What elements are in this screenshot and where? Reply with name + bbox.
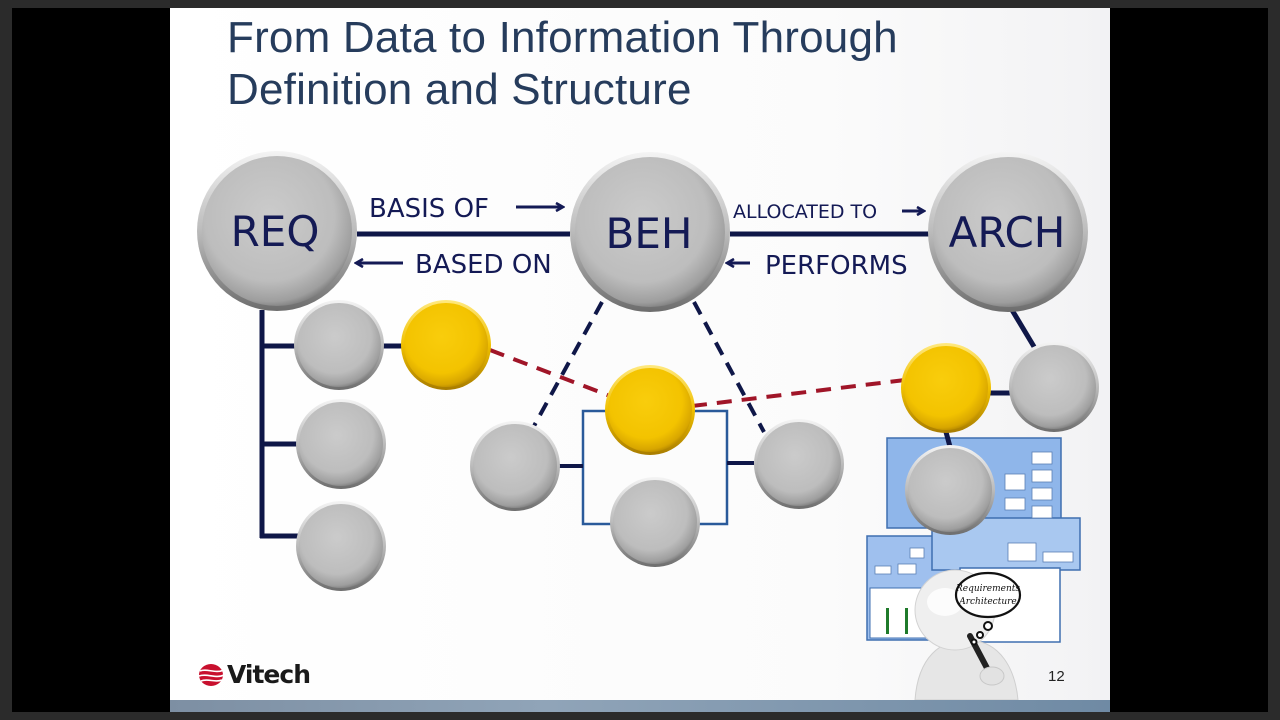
- slide-footer-strip: [170, 700, 1110, 712]
- node-req-child-3[interactable]: [296, 501, 386, 591]
- slide-title: From Data to Information Through Definit…: [227, 12, 898, 116]
- node-beh[interactable]: BEH: [570, 152, 730, 312]
- diagram-canvas: REQ BEH ARCH BASIS OF BASED ON ALLOCATED…: [197, 151, 1099, 701]
- vitech-globe-icon: [198, 663, 225, 686]
- node-req-child-2[interactable]: [296, 399, 386, 489]
- node-beh-child-right[interactable]: [754, 419, 844, 509]
- node-beh-child-left[interactable]: [470, 421, 560, 511]
- node-arch-child-right[interactable]: [1009, 342, 1099, 432]
- label-allocated-to: ALLOCATED TO: [733, 201, 877, 223]
- node-highlight-req[interactable]: [401, 300, 491, 390]
- title-line-1: From Data to Information Through: [227, 13, 898, 62]
- title-line-2: Definition and Structure: [227, 65, 692, 114]
- label-basis-of: BASIS OF: [369, 194, 489, 224]
- node-arch[interactable]: ARCH: [928, 152, 1088, 312]
- node-req-child-1[interactable]: [294, 300, 384, 390]
- label-based-on: BASED ON: [415, 250, 552, 280]
- node-beh-label: BEH: [606, 209, 693, 258]
- req-tree-links: [259, 310, 406, 539]
- page-number: 12: [1048, 668, 1065, 685]
- vitech-logo: Vitech: [198, 660, 311, 689]
- label-performs: PERFORMS: [765, 251, 908, 281]
- thought-bubble: [954, 571, 1022, 619]
- trace-links: [489, 348, 906, 408]
- node-highlight-beh[interactable]: [605, 365, 695, 455]
- logo-text: Vitech: [227, 660, 311, 689]
- node-beh-child-parallel-bottom[interactable]: [610, 477, 700, 567]
- node-req[interactable]: REQ: [197, 151, 357, 311]
- thought-bubble-line-2: Architecture: [958, 597, 1017, 607]
- arch-tree-links: [988, 308, 1039, 396]
- thought-bubble-line-1: Requirements: [955, 584, 1020, 594]
- beh-decomposition-links: [532, 301, 766, 433]
- node-arch-label: ARCH: [949, 208, 1066, 257]
- thinking-figure-clipart: Requirements Architecture: [914, 569, 1022, 701]
- slide: From Data to Information Through Definit…: [170, 8, 1110, 712]
- node-arch-child-lower[interactable]: [905, 445, 995, 535]
- node-req-label: REQ: [231, 207, 320, 256]
- node-highlight-arch[interactable]: [901, 343, 991, 433]
